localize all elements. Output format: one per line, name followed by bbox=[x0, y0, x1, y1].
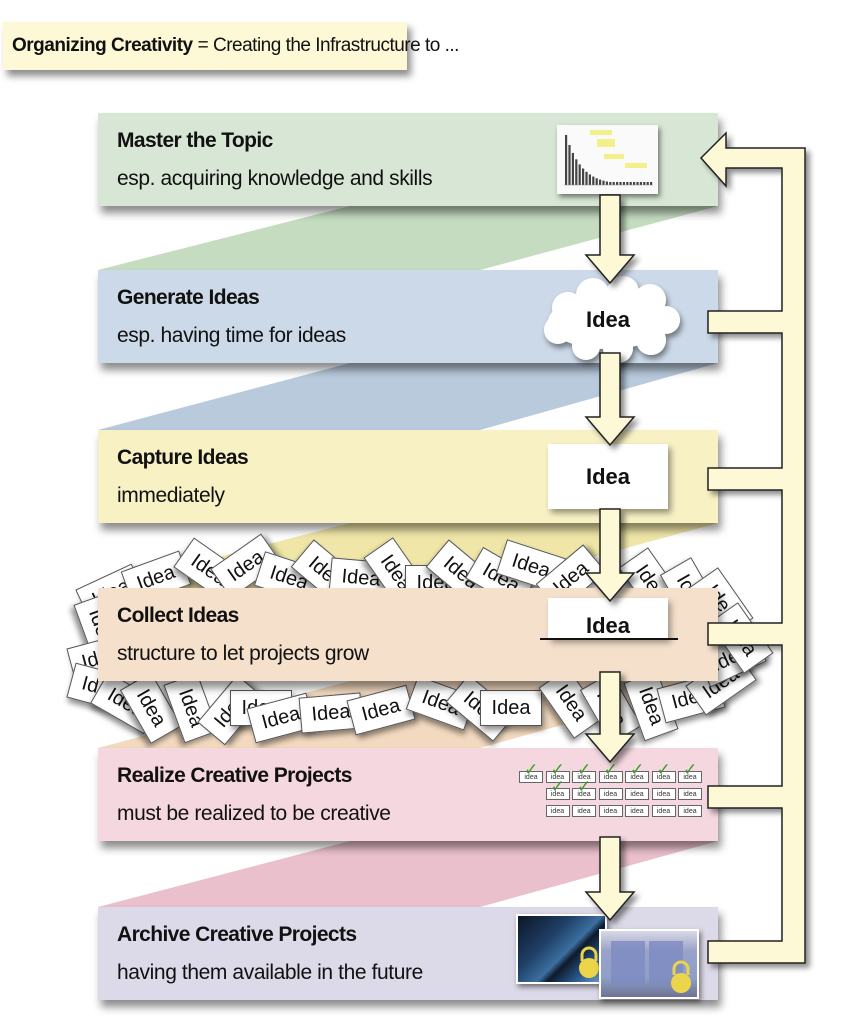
idea-grid-cell: idea bbox=[651, 771, 676, 783]
cloud-idea-text: Idea bbox=[585, 307, 631, 332]
checkmark-icon: ✓ bbox=[603, 760, 618, 780]
thumb-bar bbox=[602, 180, 605, 185]
idea-grid-cell: idea bbox=[519, 771, 543, 783]
idea-grid-cell: idea bbox=[598, 771, 623, 783]
thumb-bar bbox=[571, 152, 574, 185]
captured-idea-card: Idea bbox=[548, 444, 668, 509]
title-bold: Organizing Creativity bbox=[12, 35, 193, 56]
title-banner: Organizing Creativity = Creating the Inf… bbox=[3, 22, 459, 70]
step-subtitle: immediately bbox=[117, 484, 225, 507]
step-subtitle: esp. acquiring knowledge and skills bbox=[117, 167, 433, 190]
thumb-bar bbox=[643, 182, 646, 185]
thumb-bar bbox=[636, 182, 639, 185]
checkmark-icon: ✓ bbox=[577, 777, 592, 797]
cloud-icon bbox=[544, 276, 680, 363]
thumb-bar bbox=[639, 182, 642, 185]
thumb-bar bbox=[578, 164, 581, 185]
filed-idea-card: Idea bbox=[548, 598, 668, 639]
thumb-bar bbox=[650, 182, 653, 185]
checkmark-icon: ✓ bbox=[656, 760, 671, 780]
step-connector bbox=[98, 841, 718, 907]
thumb-bar bbox=[599, 179, 602, 185]
checkmark-icon: ✓ bbox=[630, 760, 645, 780]
thumb-bar bbox=[616, 182, 619, 185]
checkmark-icon: ✓ bbox=[577, 760, 592, 780]
thumb-bar bbox=[629, 182, 632, 185]
idea-grid-cell: idea bbox=[651, 788, 676, 800]
checkmark-icon: ✓ bbox=[550, 760, 565, 780]
idea-grid-cell: idea bbox=[678, 771, 702, 783]
down-arrow-icon bbox=[584, 352, 636, 447]
idea-grid-cell: idea bbox=[545, 788, 570, 800]
thumb-bar bbox=[646, 182, 649, 185]
step-master-topic: Master the Topic esp. acquiring knowledg… bbox=[98, 113, 718, 206]
thumb-bar bbox=[568, 144, 571, 185]
checkmark-icon: ✓ bbox=[683, 760, 698, 780]
idea-grid-cell: idea bbox=[545, 805, 570, 817]
idea-grid-cell: idea bbox=[598, 788, 623, 800]
chart-thumbnail-graphic bbox=[557, 125, 658, 194]
step-label: Master the Topic bbox=[117, 129, 273, 152]
idea-grid-cell: idea bbox=[625, 788, 649, 800]
idea-grid-cell: idea bbox=[678, 788, 702, 800]
down-arrow-icon bbox=[584, 194, 636, 285]
thumb-bar bbox=[575, 159, 578, 185]
step-capture-ideas: Capture Ideas immediately Idea bbox=[98, 430, 718, 523]
idea-grid-cell: idea bbox=[572, 771, 596, 783]
idea-grid-cell: idea bbox=[598, 805, 623, 817]
idea-grid-cell: idea bbox=[625, 805, 649, 817]
thumb-bar bbox=[622, 182, 625, 185]
filing-line bbox=[540, 638, 678, 640]
down-arrow-icon bbox=[584, 671, 636, 764]
step-label: Collect Ideas bbox=[117, 604, 239, 627]
step-label: Generate Ideas bbox=[117, 286, 260, 309]
idea-grid-cell: idea bbox=[572, 805, 596, 817]
archived-photo-1 bbox=[516, 914, 607, 984]
thumb-bar bbox=[633, 182, 636, 185]
thumb-bar bbox=[585, 171, 588, 185]
step-archive-projects: Archive Creative Projects having them av… bbox=[98, 907, 718, 1000]
step-label: Archive Creative Projects bbox=[117, 923, 357, 946]
idea-grid-cell: idea bbox=[572, 788, 596, 800]
checkmark-icon: ✓ bbox=[524, 760, 539, 780]
thumb-bar bbox=[565, 135, 568, 185]
scattered-idea-card: Idea bbox=[480, 690, 542, 726]
thumb-bar bbox=[612, 182, 615, 185]
step-realize-projects: Realize Creative Projects must be realiz… bbox=[98, 748, 718, 841]
thumb-bar bbox=[588, 174, 591, 185]
down-arrow-icon bbox=[584, 508, 636, 603]
title-rest: = Creating the Infrastructure to ... bbox=[197, 35, 460, 56]
step-label: Capture Ideas bbox=[117, 446, 249, 469]
step-collect-ideas: Collect Ideas structure to let projects … bbox=[98, 588, 718, 681]
thumb-bar bbox=[626, 182, 629, 185]
thumb-bar bbox=[592, 176, 595, 185]
lock-icon bbox=[611, 941, 691, 993]
checkmark-icon: ✓ bbox=[550, 777, 565, 797]
thumb-bar bbox=[609, 182, 612, 185]
step-connector bbox=[98, 363, 718, 430]
chart-thumbnail-icon bbox=[557, 125, 658, 194]
step-generate-ideas: Generate Ideas esp. having time for idea… bbox=[98, 270, 718, 363]
step-subtitle: esp. having time for ideas bbox=[117, 324, 346, 347]
idea-grid-cell: idea bbox=[651, 805, 676, 817]
thumb-bar bbox=[595, 178, 598, 185]
step-connector bbox=[98, 206, 718, 270]
step-label: Realize Creative Projects bbox=[117, 764, 352, 787]
step-subtitle: having them available in the future bbox=[117, 961, 423, 984]
idea-grid-cell: idea bbox=[678, 805, 702, 817]
archived-photo-2 bbox=[599, 929, 699, 999]
feedback-arrow-icon bbox=[699, 131, 806, 964]
thumb-bar bbox=[605, 181, 608, 185]
idea-grid-cell: idea bbox=[625, 771, 649, 783]
lock-icon bbox=[579, 946, 599, 978]
down-arrow-icon bbox=[584, 836, 636, 922]
step-subtitle: must be realized to be creative bbox=[117, 802, 391, 825]
thumb-bar bbox=[619, 182, 622, 185]
step-subtitle: structure to let projects grow bbox=[117, 642, 369, 665]
thumb-bar bbox=[582, 168, 585, 185]
idea-grid-cell: idea bbox=[545, 771, 570, 783]
